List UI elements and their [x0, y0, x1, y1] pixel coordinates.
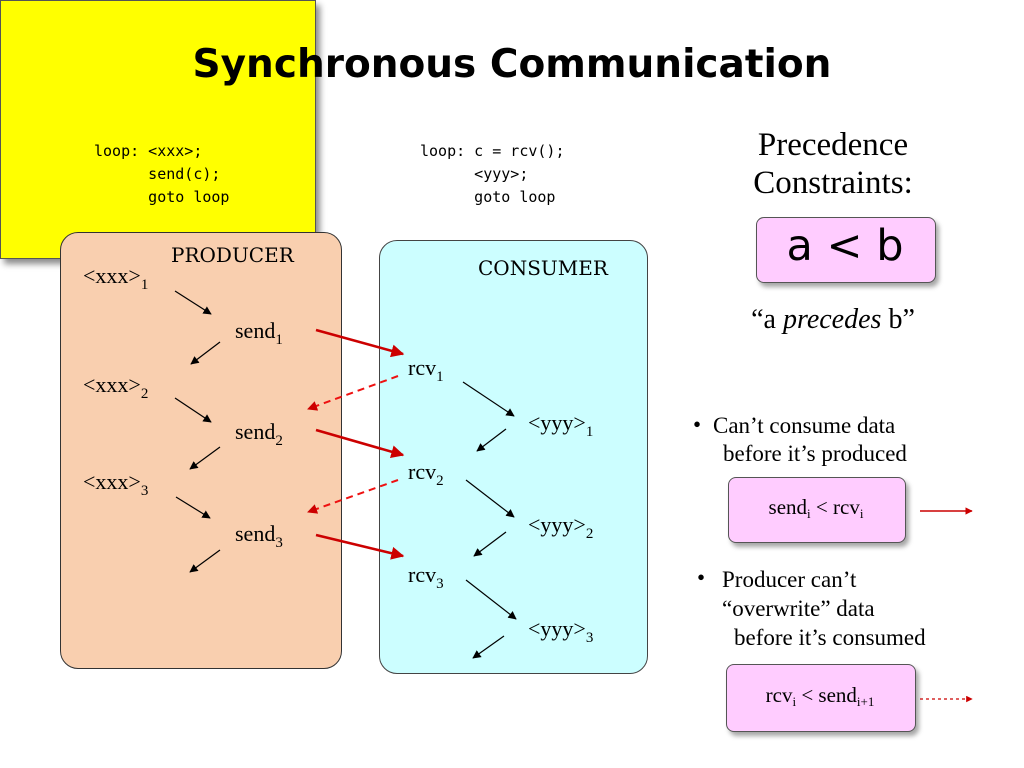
arrow-send1-rcv1 — [315, 328, 405, 358]
rcv-3-label: rcv3 — [408, 562, 444, 592]
bullet-2-text: Producer can’t “overwrite” data before i… — [722, 565, 926, 652]
precedence-panel — [0, 0, 316, 259]
constraint-1-right-sub: i — [859, 506, 864, 521]
arrow-send2-rcv2 — [315, 428, 405, 459]
constraint-1: sendi < rcvi — [728, 495, 904, 522]
rcv-1-label: rcv1 — [408, 355, 444, 385]
constraint-1-op: < — [815, 495, 828, 519]
constraint-2-left: rcv — [765, 683, 793, 707]
constraint-box-1 — [728, 477, 906, 543]
arrow-yyy3-next — [472, 635, 505, 659]
bullet-2-line-2: “overwrite” data — [722, 596, 875, 621]
precedence-heading-line-1: Precedence — [757, 127, 909, 163]
arrow-rcv1-send2 — [307, 375, 399, 411]
xxx-3-label: <xxx>3 — [83, 469, 149, 499]
yyy-1-label: <yyy>1 — [528, 410, 594, 440]
relation-box — [756, 217, 936, 283]
arrow-rcv2-yyy2 — [465, 479, 515, 518]
constraint-box-2 — [726, 664, 916, 732]
precedence-heading-line-2: Constraints: — [753, 165, 913, 201]
arrow-send1-xxx2 — [190, 341, 221, 365]
producer-code-line-2: send(c); — [94, 165, 221, 183]
constraint-2-right-sub: i+1 — [856, 694, 875, 709]
bullet-1-marker: • — [693, 412, 702, 437]
bullet-1-line-1: Can’t consume data — [713, 413, 896, 438]
send-3-label: send3 — [235, 521, 283, 551]
arrow-yyy2-rcv3 — [473, 531, 507, 557]
xxx-2-label: <xxx>2 — [83, 372, 149, 402]
bullet-1-line-2: before it’s produced — [723, 441, 907, 466]
yyy-3-label: <yyy>3 — [528, 616, 594, 646]
precedes-word: precedes — [782, 304, 882, 335]
yyy-2-label: <yyy>2 — [528, 512, 594, 542]
arrow-rcv1-yyy1 — [462, 381, 515, 417]
send-1-label: send1 — [235, 318, 283, 348]
arrow-rcv2-send3 — [307, 479, 399, 514]
bullet-2-line-3: before it’s consumed — [734, 625, 926, 650]
relation-text: a < b — [786, 221, 904, 271]
rcv-2-label: rcv2 — [408, 459, 444, 489]
constraint-2: rcvi < sendi+1 — [726, 683, 914, 710]
xxx-1-label: <xxx>1 — [83, 263, 149, 293]
consumer-code-line-3: goto loop — [420, 188, 556, 206]
constraint-1-right: rcv — [833, 495, 860, 519]
arrow-send3-next — [189, 549, 221, 573]
producer-label: PRODUCER — [171, 243, 294, 267]
consumer-code-line-2: <yyy>; — [420, 165, 529, 183]
arrow-xxx3-send3 — [175, 496, 211, 519]
precedes-caption: “a precedes b” — [676, 304, 990, 336]
slide-title: Synchronous Communication — [192, 42, 832, 87]
send-2-label: send2 — [235, 419, 283, 449]
bullet-2-marker: • — [697, 565, 706, 590]
constraint-1-left-sub: i — [807, 506, 811, 521]
consumer-code-line-1: loop: c = rcv(); — [420, 142, 565, 160]
bullet-2-line-1: Producer can’t — [722, 567, 857, 592]
arrow-send2-xxx3 — [189, 446, 221, 470]
arrow-send3-rcv3 — [315, 533, 405, 560]
producer-code-line-1: loop: <xxx>; — [94, 142, 203, 160]
precedes-open: “a — [751, 304, 783, 335]
consumer-panel — [379, 240, 648, 674]
precedence-heading: Precedence Constraints: — [676, 126, 990, 202]
arrow-yyy1-rcv2 — [476, 428, 507, 452]
consumer-label: CONSUMER — [478, 256, 608, 280]
arrow-xxx2-send2 — [174, 397, 212, 423]
arrow-xxx1-send1 — [174, 290, 212, 315]
arrow-rcv3-yyy3 — [465, 579, 517, 620]
precedes-close: b” — [881, 304, 915, 335]
consumer-code: loop: c = rcv(); <yyy>; goto loop — [420, 140, 565, 209]
constraint-1-left: send — [768, 495, 808, 519]
producer-panel — [60, 232, 342, 669]
bullet-1-text: Can’t consume data before it’s produced — [713, 412, 907, 468]
constraint-2-left-sub: i — [792, 694, 797, 709]
constraint-2-right: send — [818, 683, 857, 707]
producer-code: loop: <xxx>; send(c); goto loop — [94, 140, 229, 209]
producer-code-line-3: goto loop — [94, 188, 230, 206]
constraint-2-op: < — [801, 683, 814, 707]
